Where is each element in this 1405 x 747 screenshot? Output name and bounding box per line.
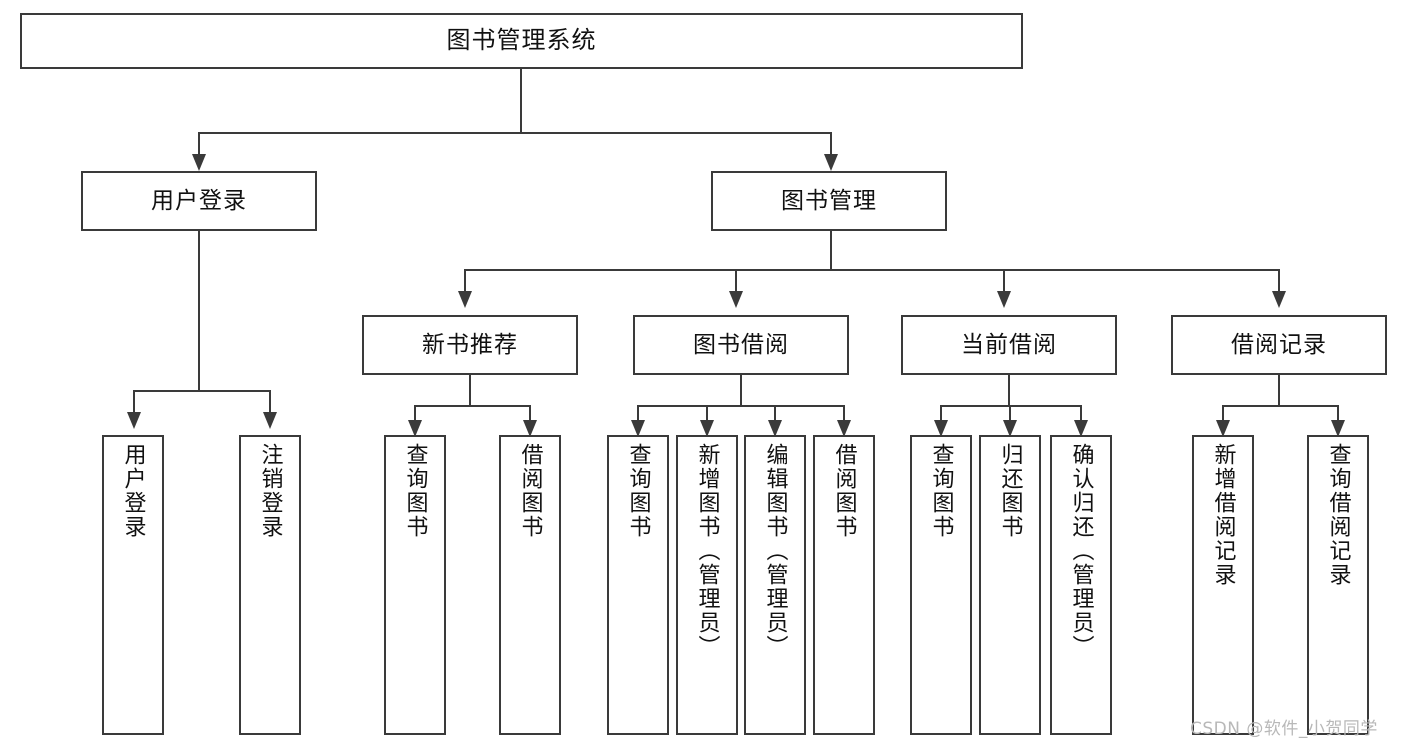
connector-userlogin-stem (198, 231, 200, 391)
leaf-query-book-current[interactable]: 查询图书 (910, 435, 972, 735)
arrow-to-leaf-user-login (127, 412, 141, 429)
arrow-to-leaf-return-book (1003, 420, 1017, 437)
connector-root-bus (198, 132, 832, 134)
connector-bookmgmt-drop-2 (735, 269, 737, 293)
node-label: 确认归还（管理员） (1068, 443, 1094, 659)
connector-bookmgmt-stem (830, 231, 832, 271)
node-label: 注销登录 (257, 443, 283, 539)
connector-newbook-drop-1 (414, 405, 416, 425)
node-book-borrow[interactable]: 图书借阅 (633, 315, 849, 375)
connector-newbook-drop-2 (529, 405, 531, 425)
node-label: 归还图书 (997, 443, 1023, 539)
leaf-confirm-return[interactable]: 确认归还（管理员） (1050, 435, 1112, 735)
node-label: 借阅图书 (517, 443, 543, 539)
node-label: 图书管理系统 (446, 26, 597, 55)
leaf-logout[interactable]: 注销登录 (239, 435, 301, 735)
node-label: 新增借阅记录 (1210, 443, 1236, 587)
arrow-to-leaf-add-book (700, 420, 714, 437)
node-book-management[interactable]: 图书管理 (711, 171, 947, 231)
node-label: 查询借阅记录 (1325, 443, 1351, 587)
connector-root-stem (520, 69, 522, 133)
node-label: 图书借阅 (693, 331, 789, 358)
connector-currentborrow-drop-1 (940, 405, 942, 425)
arrow-to-leaf-confirm-return (1074, 420, 1088, 437)
connector-currentborrow-drop-2 (1009, 405, 1011, 425)
arrow-to-leaf-query-book-1 (408, 420, 422, 437)
node-label: 用户登录 (151, 187, 247, 214)
leaf-query-book-borrow[interactable]: 查询图书 (607, 435, 669, 735)
connector-userlogin-bus (133, 390, 270, 392)
connector-root-drop-2 (830, 132, 832, 156)
connector-borrowrecord-stem (1278, 375, 1280, 407)
connector-bookborrow-drop-3 (774, 405, 776, 425)
leaf-borrow-book-new[interactable]: 借阅图书 (499, 435, 561, 735)
connector-bookborrow-drop-1 (637, 405, 639, 425)
connector-bookborrow-drop-4 (843, 405, 845, 425)
leaf-user-login[interactable]: 用户登录 (102, 435, 164, 735)
connector-currentborrow-stem (1008, 375, 1010, 407)
connector-borrowrecord-drop-1 (1222, 405, 1224, 425)
arrow-to-new-book (458, 291, 472, 308)
leaf-query-book-new[interactable]: 查询图书 (384, 435, 446, 735)
leaf-borrow-book[interactable]: 借阅图书 (813, 435, 875, 735)
node-new-book-recommend[interactable]: 新书推荐 (362, 315, 578, 375)
arrow-to-leaf-query-book-2 (631, 420, 645, 437)
node-label: 新增图书（管理员） (694, 443, 720, 659)
connector-bookmgmt-drop-3 (1003, 269, 1005, 293)
connector-root-drop-1 (198, 132, 200, 156)
connector-newbook-bus (414, 405, 531, 407)
connector-borrowrecord-drop-2 (1337, 405, 1339, 425)
node-label: 查询图书 (402, 443, 428, 539)
arrow-to-borrow-record (1272, 291, 1286, 308)
arrow-to-leaf-add-record (1216, 420, 1230, 437)
node-label: 当前借阅 (961, 331, 1057, 358)
node-label: 图书管理 (781, 187, 877, 214)
connector-currentborrow-drop-3 (1080, 405, 1082, 425)
connector-currentborrow-bus (940, 405, 1082, 407)
node-label: 新书推荐 (422, 331, 518, 358)
arrow-to-leaf-borrow-book-2 (837, 420, 851, 437)
arrow-to-book-borrow (729, 291, 743, 308)
node-label: 查询图书 (625, 443, 651, 539)
leaf-add-borrow-record[interactable]: 新增借阅记录 (1192, 435, 1254, 735)
node-root-system[interactable]: 图书管理系统 (20, 13, 1023, 69)
arrow-to-user-login (192, 154, 206, 171)
connector-userlogin-drop-1 (133, 390, 135, 414)
leaf-edit-book[interactable]: 编辑图书（管理员） (744, 435, 806, 735)
node-label: 用户登录 (120, 443, 146, 539)
connector-bookborrow-stem (740, 375, 742, 407)
watermark-text: CSDN @软件_小贺同学 (1190, 719, 1378, 739)
node-borrow-record[interactable]: 借阅记录 (1171, 315, 1387, 375)
node-label: 查询图书 (928, 443, 954, 539)
leaf-return-book[interactable]: 归还图书 (979, 435, 1041, 735)
leaf-query-borrow-record[interactable]: 查询借阅记录 (1307, 435, 1369, 735)
arrow-to-current-borrow (997, 291, 1011, 308)
connector-bookborrow-drop-2 (706, 405, 708, 425)
connector-bookmgmt-drop-4 (1278, 269, 1280, 293)
arrow-to-leaf-borrow-book-1 (523, 420, 537, 437)
leaf-add-book[interactable]: 新增图书（管理员） (676, 435, 738, 735)
connector-bookmgmt-bus (464, 269, 1280, 271)
node-label: 借阅图书 (831, 443, 857, 539)
arrow-to-leaf-query-record (1331, 420, 1345, 437)
connector-bookmgmt-drop-1 (464, 269, 466, 293)
node-label: 编辑图书（管理员） (762, 443, 788, 659)
arrow-to-book-manage (824, 154, 838, 171)
node-label: 借阅记录 (1231, 331, 1327, 358)
connector-bookborrow-bus (637, 405, 845, 407)
arrow-to-leaf-edit-book (768, 420, 782, 437)
node-user-login[interactable]: 用户登录 (81, 171, 317, 231)
connector-borrowrecord-bus (1222, 405, 1339, 407)
arrow-to-leaf-query-book-3 (934, 420, 948, 437)
arrow-to-leaf-logout (263, 412, 277, 429)
connector-newbook-stem (469, 375, 471, 407)
node-current-borrow[interactable]: 当前借阅 (901, 315, 1117, 375)
connector-userlogin-drop-2 (269, 390, 271, 414)
